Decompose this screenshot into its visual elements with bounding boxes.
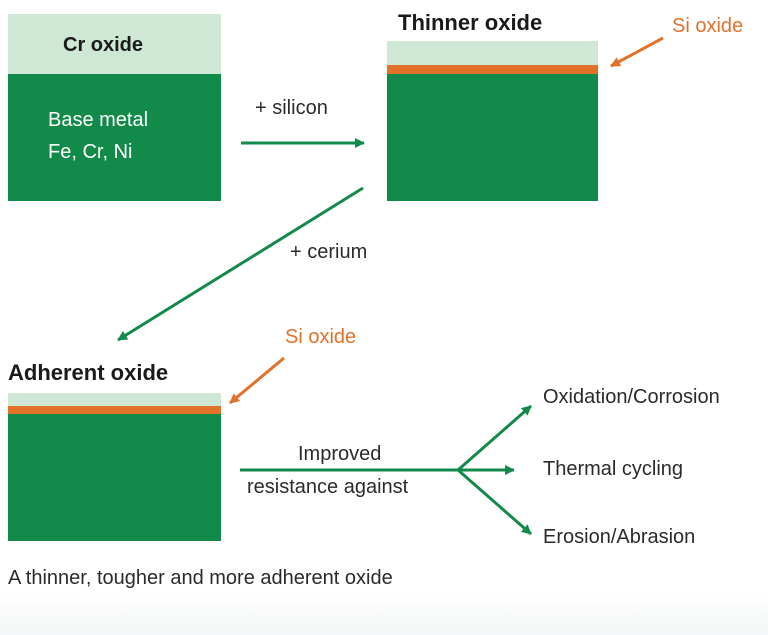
silicon-arrow-label: + silicon (255, 97, 328, 119)
thinner-si-oxide-layer (387, 65, 598, 74)
thinner-top-oxide-layer (387, 41, 598, 65)
adherent-metal-layer (8, 414, 221, 541)
adherent-oxide-block (8, 393, 221, 541)
bottom-fade (0, 595, 768, 635)
adherent-si-oxide-pointer (229, 356, 285, 405)
cerium-arrow-label: + cerium (290, 241, 368, 263)
thinner-oxide-block (387, 41, 598, 201)
outcome-thermal-cycling: Thermal cycling (543, 458, 684, 480)
adherent-si-oxide-label: Si oxide (285, 326, 357, 348)
improved-label: Improved (298, 443, 382, 465)
adherent-top-oxide-layer (8, 393, 221, 406)
outcome-oxidation-corrosion: Oxidation/Corrosion (543, 386, 720, 408)
base-metal-label: Base metal (48, 109, 149, 131)
cr-oxide-layer (8, 14, 221, 74)
cr-oxide-label: Cr oxide (63, 34, 144, 56)
thinner-si-oxide-pointer (610, 36, 664, 68)
outcome-erosion-abrasion: Erosion/Abrasion (543, 526, 696, 548)
adherent-oxide-title: Adherent oxide (8, 360, 169, 385)
thinner-si-oxide-label: Si oxide (672, 15, 744, 37)
branch-arrow-erosion (457, 468, 532, 536)
caption: A thinner, tougher and more adherent oxi… (8, 567, 393, 589)
base-metal-composition: Fe, Cr, Ni (48, 141, 133, 163)
branch-arrow-oxidation (457, 404, 532, 472)
cerium-arrow (117, 186, 364, 342)
thinner-oxide-title: Thinner oxide (398, 10, 543, 35)
adherent-si-oxide-layer (8, 406, 221, 414)
base-metal-layer (8, 74, 221, 201)
base-metal-block: Cr oxide Base metal Fe, Cr, Ni (8, 14, 221, 201)
resistance-against-label: resistance against (247, 476, 409, 498)
thinner-metal-layer (387, 74, 598, 201)
